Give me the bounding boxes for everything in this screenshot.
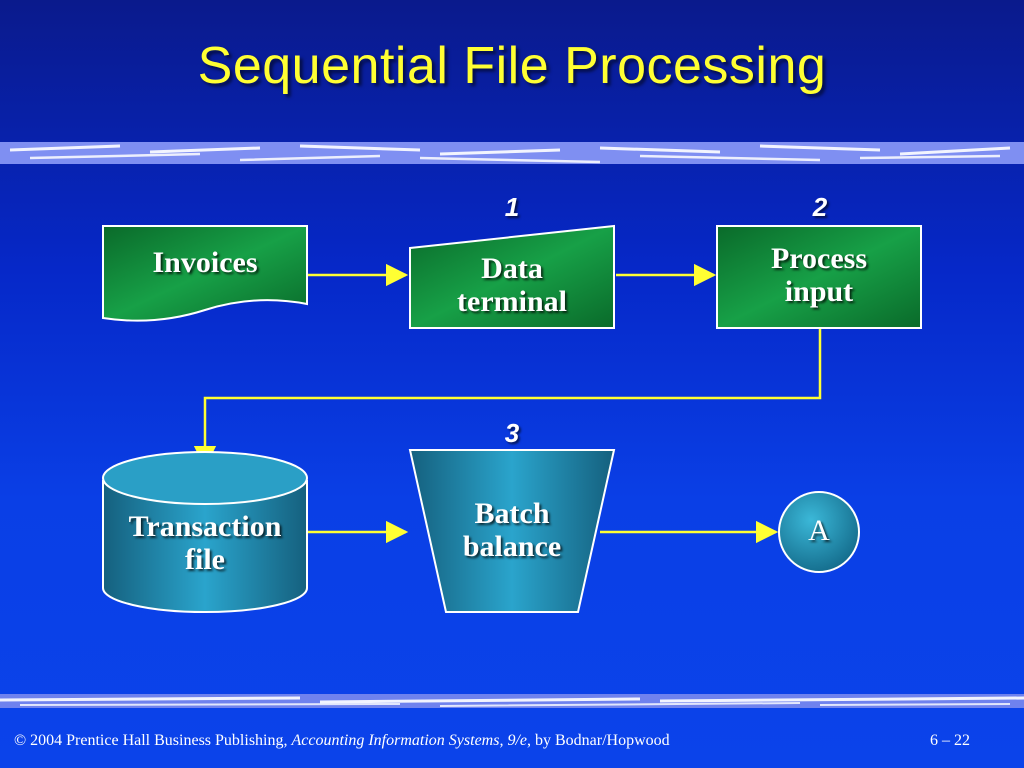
node-connector-a-label: A [808,514,830,547]
top-brush-divider [0,142,1024,164]
node-data-terminal-shape [409,224,615,329]
step-number-1: 1 [504,192,520,222]
node-transaction-file-shape [102,451,308,613]
slide-title: Sequential File Processing [197,37,827,95]
node-process-input-label: Process input [770,242,868,308]
node-batch-balance-shape [408,449,616,613]
node-invoices-label: Invoices [152,246,258,279]
node-batch-balance-label: Batch balance [462,497,562,563]
page-number: 6 – 22 [930,732,970,749]
bottom-brush-divider [0,694,1024,708]
footer-citation: © 2004 Prentice Hall Business Publishing… [14,732,670,749]
node-transaction-file-label: Transaction file [128,510,282,576]
step-number-2: 2 [812,192,828,222]
node-data-terminal-label: Data terminal [457,252,567,318]
step-number-3: 3 [504,418,520,448]
edge-process-input-to-transaction-file [193,328,822,469]
node-invoices-shape [102,225,308,322]
node-process-input-shape [716,225,922,329]
node-connector-a-shape [778,491,860,573]
